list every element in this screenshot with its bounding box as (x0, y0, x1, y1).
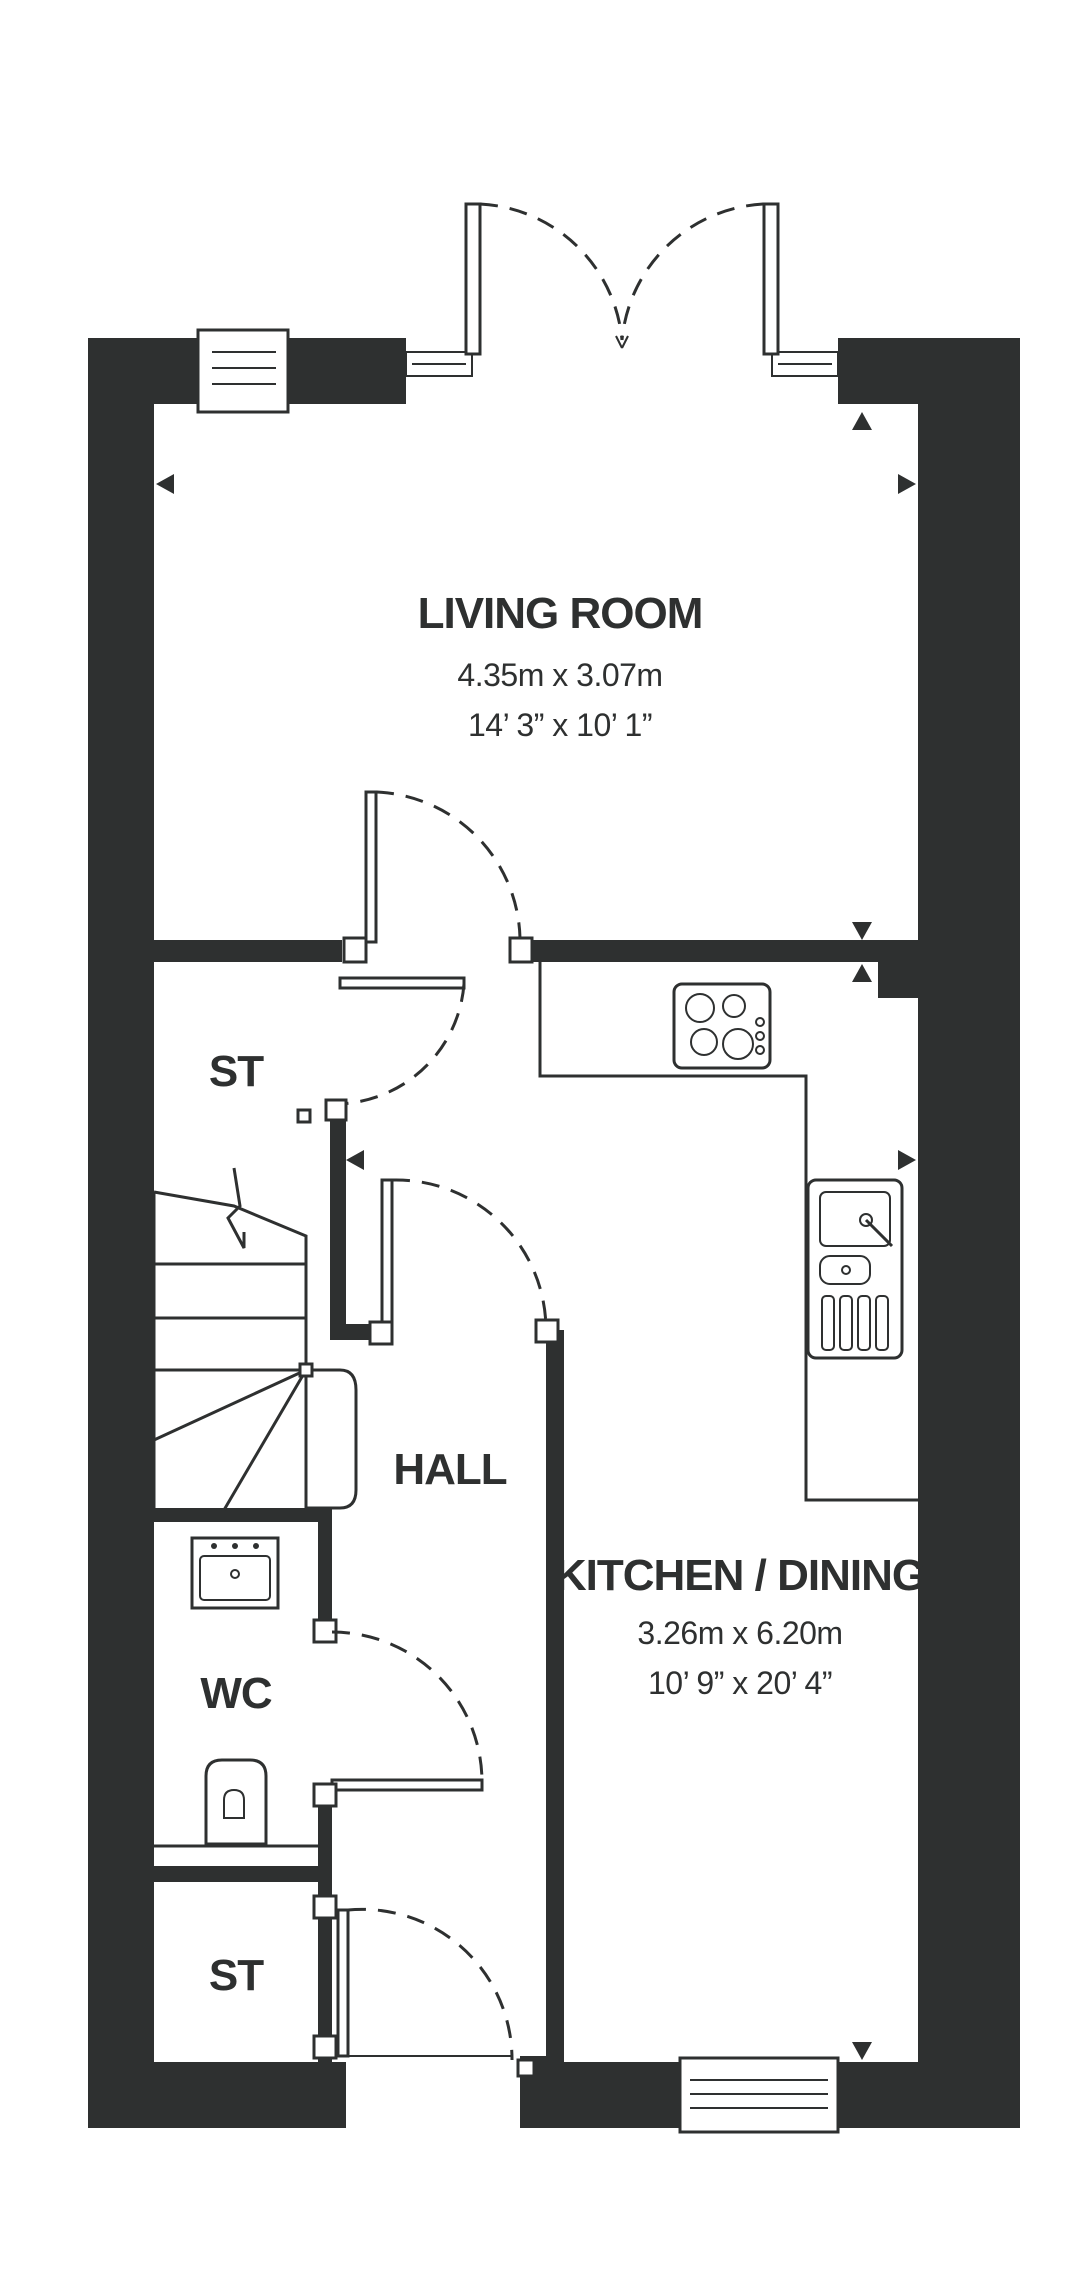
wc-toilet (154, 1758, 318, 1848)
kitchen-worktop (538, 962, 918, 1502)
living-room-metric: 4.35m x 3.07m (457, 657, 662, 693)
external-walls (88, 338, 1020, 2128)
window-bottom (678, 2056, 840, 2134)
window-top-left (196, 328, 290, 414)
wc-label: WC (200, 1669, 272, 1718)
internal-walls (154, 940, 918, 2076)
living-room-imperial: 14’ 3” x 10’ 1” (468, 707, 652, 743)
staircase (152, 1167, 358, 1511)
kitchen-dining-metric: 3.26m x 6.20m (637, 1615, 842, 1651)
store-upper-label: ST (209, 1047, 264, 1096)
sink (806, 1178, 904, 1360)
dimension-markers (156, 412, 916, 2060)
hob (672, 982, 772, 1070)
door-living-room (342, 790, 534, 964)
door-store-lower (312, 1894, 536, 2078)
wc-basin (190, 1536, 280, 1610)
door-store-upper (296, 976, 466, 1124)
kitchen-dining-imperial: 10’ 9” x 20’ 4” (648, 1665, 832, 1701)
door-hall-kitchen (368, 1178, 560, 1346)
french-doors (405, 202, 839, 377)
hall-label: HALL (393, 1445, 506, 1494)
kitchen-dining-label: KITCHEN / DINING (555, 1551, 925, 1600)
store-lower-label: ST (209, 1951, 264, 2000)
living-room-label: LIVING ROOM (418, 589, 703, 638)
door-wc (312, 1618, 484, 1808)
